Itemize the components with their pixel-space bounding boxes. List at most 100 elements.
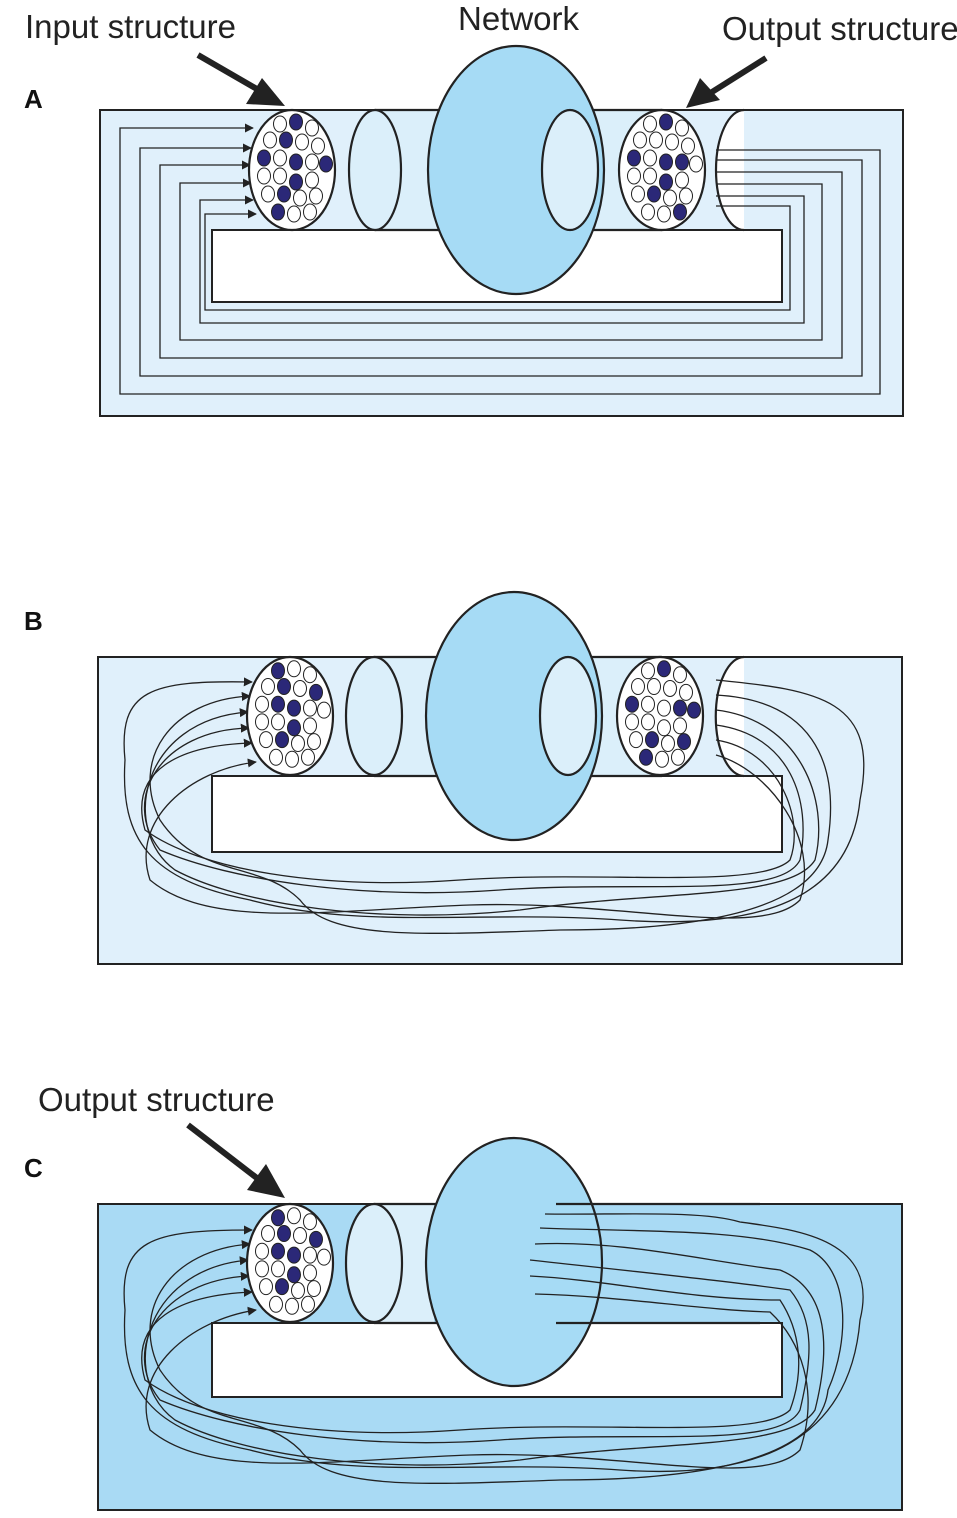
inactive-unit	[255, 1242, 269, 1260]
active-unit	[675, 153, 689, 171]
inactive-unit	[271, 713, 285, 731]
inactive-unit	[303, 1264, 317, 1282]
inactive-unit	[643, 167, 657, 185]
active-unit	[659, 173, 673, 191]
panel-b-input-structure	[245, 655, 335, 777]
inactive-unit	[293, 189, 307, 207]
inactive-unit	[255, 713, 269, 731]
active-unit	[271, 1242, 285, 1260]
inactive-unit	[303, 699, 317, 717]
inactive-unit	[293, 1226, 307, 1244]
inactive-unit	[641, 713, 655, 731]
inactive-unit	[273, 149, 287, 167]
panel-b-left-cylinder	[344, 655, 440, 778]
active-unit	[309, 1230, 323, 1248]
inactive-unit	[655, 750, 669, 768]
inactive-unit	[317, 701, 331, 719]
inactive-unit	[261, 678, 275, 695]
inactive-unit	[673, 717, 687, 735]
inactive-unit	[259, 731, 273, 749]
inactive-unit	[641, 695, 655, 713]
inactive-unit	[679, 187, 693, 205]
inactive-unit	[305, 171, 319, 189]
active-unit	[673, 699, 687, 717]
inactive-unit	[259, 1278, 273, 1296]
inactive-unit	[303, 1246, 317, 1264]
inactive-unit	[293, 679, 307, 697]
panel-a-input-structure	[247, 108, 337, 232]
active-unit	[625, 695, 639, 713]
inactive-unit	[663, 189, 677, 207]
inactive-unit	[679, 683, 693, 701]
panel-a-output-structure	[617, 108, 707, 232]
active-unit	[627, 149, 641, 167]
panel-a	[99, 44, 904, 417]
inactive-unit	[673, 666, 687, 684]
active-unit	[271, 203, 285, 221]
panel-c	[97, 1136, 903, 1511]
inactive-unit	[665, 133, 679, 151]
inactive-unit	[287, 205, 301, 223]
inactive-unit	[303, 1213, 317, 1231]
active-unit	[639, 748, 653, 766]
inactive-unit	[671, 748, 685, 766]
active-unit	[677, 733, 691, 751]
input-label-arrow	[196, 52, 285, 106]
inactive-unit	[261, 1225, 275, 1242]
inactive-unit	[301, 1295, 315, 1313]
active-unit	[659, 113, 673, 131]
panel-a-left-cylinder	[347, 108, 440, 232]
inactive-unit	[643, 115, 657, 133]
inactive-unit	[663, 679, 677, 697]
inactive-unit	[305, 153, 319, 171]
inactive-unit	[317, 1248, 331, 1266]
active-unit	[279, 131, 293, 149]
active-unit	[275, 1278, 289, 1296]
inactive-unit	[291, 1282, 305, 1300]
active-unit	[287, 1266, 301, 1284]
inactive-unit	[273, 115, 287, 133]
inactive-unit	[287, 660, 301, 678]
inactive-unit	[657, 699, 671, 717]
inactive-unit	[641, 203, 655, 221]
inactive-unit	[263, 131, 277, 149]
active-unit	[645, 731, 659, 749]
panel-c-wires	[123, 1213, 864, 1484]
inactive-unit	[305, 119, 319, 137]
inactive-unit	[661, 735, 675, 753]
panel-b-network	[424, 590, 604, 842]
panel-b-letter: B	[24, 606, 43, 636]
active-unit	[271, 662, 285, 680]
output-structure-label-c: Output structure	[38, 1081, 275, 1118]
active-unit	[287, 719, 301, 737]
inactive-unit	[255, 695, 269, 713]
inactive-unit	[627, 167, 641, 185]
inactive-unit	[303, 717, 317, 735]
inactive-unit	[261, 185, 275, 203]
panel-c-network	[424, 1136, 604, 1388]
inactive-unit	[285, 750, 299, 768]
inactive-unit	[255, 1260, 269, 1278]
panel-a-network	[426, 44, 606, 296]
active-unit	[271, 695, 285, 713]
inactive-unit	[311, 137, 325, 155]
panel-a-wires	[119, 123, 881, 395]
inactive-unit	[307, 1280, 321, 1298]
output-label-arrow-a	[686, 55, 768, 108]
inactive-unit	[271, 1260, 285, 1278]
inactive-unit	[633, 131, 647, 149]
active-unit	[289, 173, 303, 191]
active-unit	[275, 731, 289, 749]
inactive-unit	[675, 119, 689, 137]
inactive-unit	[273, 167, 287, 185]
inactive-unit	[295, 133, 309, 151]
inactive-unit	[285, 1297, 299, 1315]
active-unit	[659, 153, 673, 171]
inactive-unit	[303, 666, 317, 684]
active-unit	[277, 1225, 291, 1242]
active-unit	[687, 701, 701, 719]
inactive-unit	[681, 137, 695, 155]
active-unit	[657, 660, 671, 678]
active-unit	[277, 185, 291, 203]
network-label: Network	[458, 0, 580, 37]
